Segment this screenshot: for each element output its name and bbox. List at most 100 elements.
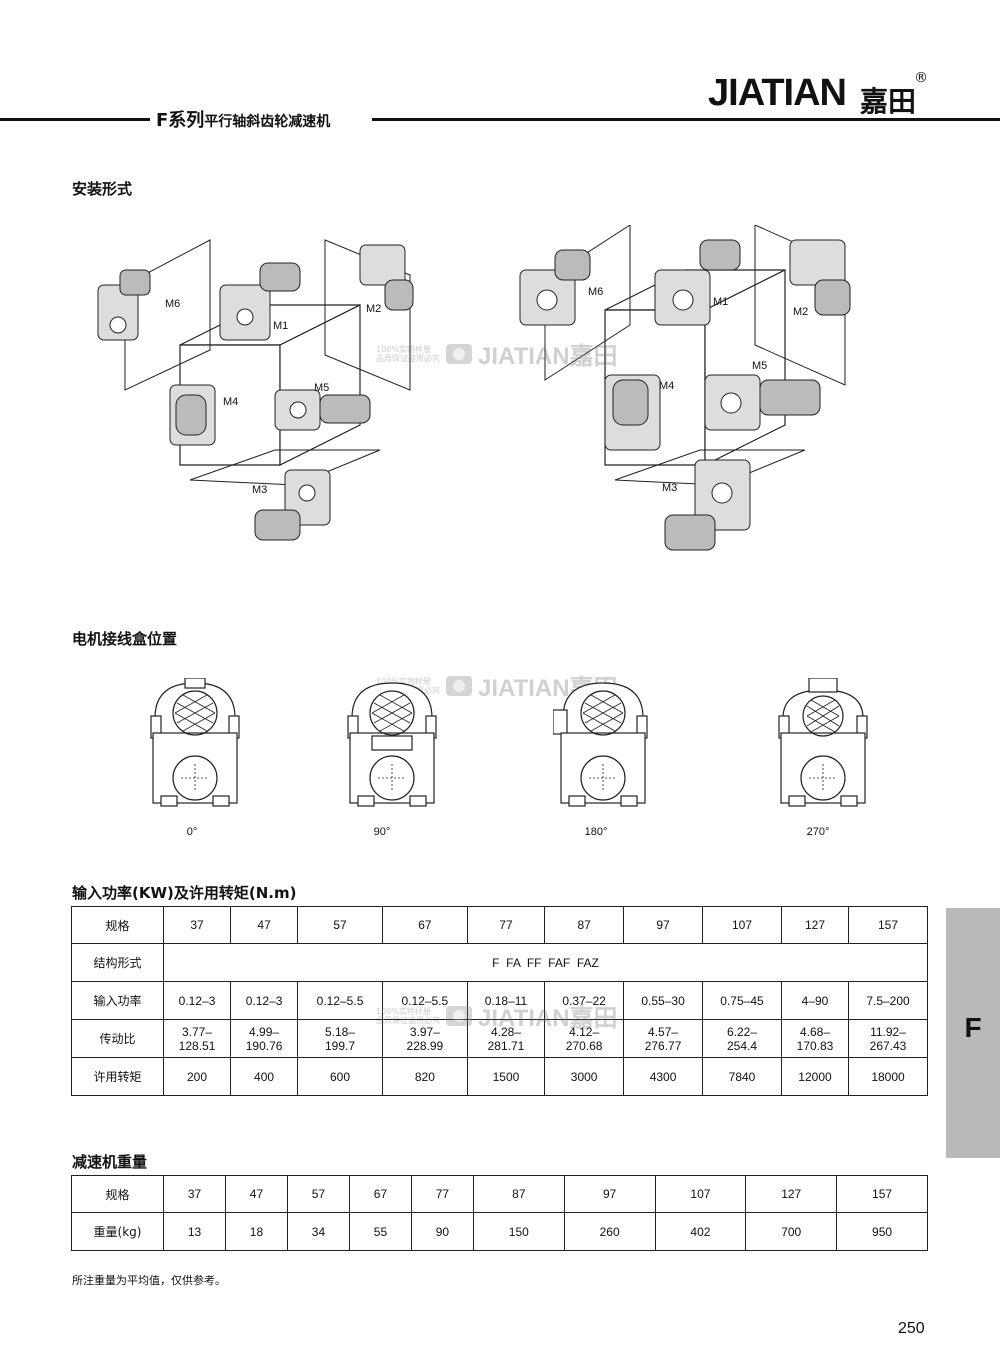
power-table-title: 输入功率(KW)及许用转矩(N.m) (72, 884, 297, 902)
size-cell: 87 (472, 1175, 565, 1213)
table-row: 输入功率 0.12–3 0.12–3 0.12–5.5 0.12–5.5 0.1… (71, 981, 928, 1020)
size-cell: 57 (286, 1175, 350, 1213)
table-row: 许用转矩 200 400 600 820 1500 3000 4300 7840… (71, 1057, 928, 1096)
size-cell: 67 (381, 906, 468, 944)
terminal-box-90 (347, 682, 437, 807)
angle-label-270: 270° (806, 826, 830, 838)
side-tab-letter: F (964, 1012, 982, 1043)
weight-cell: 260 (563, 1212, 656, 1251)
ratio-min: 5.18– (325, 1024, 356, 1039)
mounting-title: 安装形式 (72, 180, 133, 198)
header-rule-right (372, 118, 1000, 121)
size-cell: 37 (163, 1175, 226, 1213)
weight-cell: 90 (410, 1212, 474, 1251)
terminal-box-0 (150, 678, 240, 807)
torque-cell: 1500 (466, 1057, 546, 1096)
watermark-line1: 100%实物样册 (376, 344, 431, 354)
footnote: 所注重量为平均值，仅供参考。 (72, 1274, 226, 1287)
size-cell: 77 (410, 1175, 474, 1213)
terminal-box-title: 电机接线盒位置 (72, 630, 178, 648)
series-name: F系列 (156, 110, 205, 131)
watermark-line1: 100%实物样册 (376, 676, 431, 686)
mounting-diagram-left (97, 239, 414, 541)
power-cell: 0.55–30 (623, 981, 704, 1020)
watermark-line2: 品质保证盗用必究 (376, 353, 440, 363)
torque-cell: 7840 (702, 1057, 782, 1096)
power-cell: 7.5–200 (848, 981, 928, 1020)
torque-cell: 200 (162, 1057, 232, 1096)
power-torque-table: 规格 37 47 57 67 77 87 97 107 127 157 结构形式… (71, 906, 928, 1096)
position-label-m1-right: M1 (713, 296, 729, 308)
table-row: 规格 37 47 57 67 77 87 97 107 127 157 (71, 1175, 928, 1213)
ratio-cell: 11.92–267.43 (848, 1019, 928, 1058)
ratio-max: 254.4 (726, 1038, 758, 1053)
ratio-min: 3.77– (182, 1024, 213, 1039)
table-row: 重量(kg) 13 18 34 55 90 150 260 402 700 95… (71, 1212, 928, 1251)
camera-icon (446, 675, 472, 696)
power-cell: 0.12–3 (162, 981, 232, 1020)
torque-cell: 820 (381, 1057, 468, 1096)
power-cell: 0.37–22 (544, 981, 625, 1020)
terminal-box-180 (553, 682, 648, 807)
size-cell: 157 (836, 1175, 928, 1213)
weight-cell: 402 (654, 1212, 747, 1251)
weight-table-title: 减速机重量 (72, 1153, 148, 1171)
structure-cell: F FA FF FAF FAZ (163, 943, 928, 982)
camera-icon (446, 1005, 472, 1026)
size-cell: 87 (544, 906, 625, 944)
position-label-m2-right: M2 (793, 306, 809, 318)
position-label-m1-left: M1 (273, 320, 289, 332)
table-row: 结构形式 F FA FF FAF FAZ (71, 943, 928, 982)
ratio-cell: 4.68–170.83 (780, 1019, 850, 1058)
ratio-max: 170.83 (796, 1038, 834, 1053)
weight-cell: 13 (163, 1212, 226, 1251)
position-label-m2-left: M2 (366, 303, 382, 315)
size-cell: 67 (348, 1175, 412, 1213)
series-title: F系列平行轴斜齿轮减速机 (156, 106, 330, 132)
watermark-line2: 品质保证盗用必究 (376, 1015, 440, 1025)
table-row: 规格 37 47 57 67 77 87 97 107 127 157 (71, 906, 928, 944)
ratio-max: 190.76 (245, 1038, 283, 1053)
ratio-max: 270.68 (565, 1038, 603, 1053)
size-cell: 47 (230, 906, 299, 944)
watermark-line1: 100%实物样册 (376, 1006, 431, 1016)
size-cell: 37 (162, 906, 232, 944)
size-cell: 97 (563, 1175, 656, 1213)
ratio-max: 128.51 (178, 1038, 216, 1053)
weight-cell: 18 (224, 1212, 288, 1251)
watermark-brand: JIATIAN嘉田 (478, 343, 618, 370)
position-label-m4-right: M4 (659, 380, 675, 392)
ratio-min: 4.57– (648, 1024, 679, 1039)
terminal-box-270 (778, 678, 868, 807)
power-cell: 4–90 (780, 981, 850, 1020)
ratio-cell: 4.57–276.77 (623, 1019, 704, 1058)
torque-cell: 4300 (623, 1057, 704, 1096)
size-cell: 127 (745, 1175, 838, 1213)
ratio-min: 4.99– (249, 1024, 280, 1039)
position-label-m3-right: M3 (662, 482, 678, 494)
position-label-m4-left: M4 (223, 396, 239, 408)
weight-cell: 34 (286, 1212, 350, 1251)
power-cell: 0.75–45 (702, 981, 782, 1020)
watermark: 100%实物样册品质保证盗用必究 JIATIAN嘉田 (376, 336, 618, 371)
torque-cell: 12000 (780, 1057, 850, 1096)
section-side-tab: F (946, 908, 1000, 1158)
weight-cell: 55 (348, 1212, 412, 1251)
weight-table: 规格 37 47 57 67 77 87 97 107 127 157 重量(k… (71, 1175, 928, 1251)
ratio-cell: 3.97–228.99 (381, 1019, 468, 1058)
brand-logo-cn: 嘉田 (860, 85, 917, 118)
row-label-size: 规格 (71, 906, 164, 944)
ratio-max: 199.7 (325, 1038, 356, 1053)
ratio-cell: 4.99–190.76 (230, 1019, 299, 1058)
angle-label-0: 0° (186, 826, 198, 838)
angle-label-180: 180° (584, 826, 608, 838)
camera-icon (446, 343, 472, 364)
power-cell: 0.12–5.5 (297, 981, 383, 1020)
header-rule-left (0, 118, 150, 121)
torque-cell: 18000 (848, 1057, 928, 1096)
ratio-min: 4.12– (569, 1024, 600, 1039)
row-label-torque: 许用转矩 (71, 1057, 164, 1096)
ratio-cell: 3.77–128.51 (162, 1019, 232, 1058)
ratio-max: 281.71 (487, 1038, 525, 1053)
position-label-m6-right: M6 (588, 286, 604, 298)
